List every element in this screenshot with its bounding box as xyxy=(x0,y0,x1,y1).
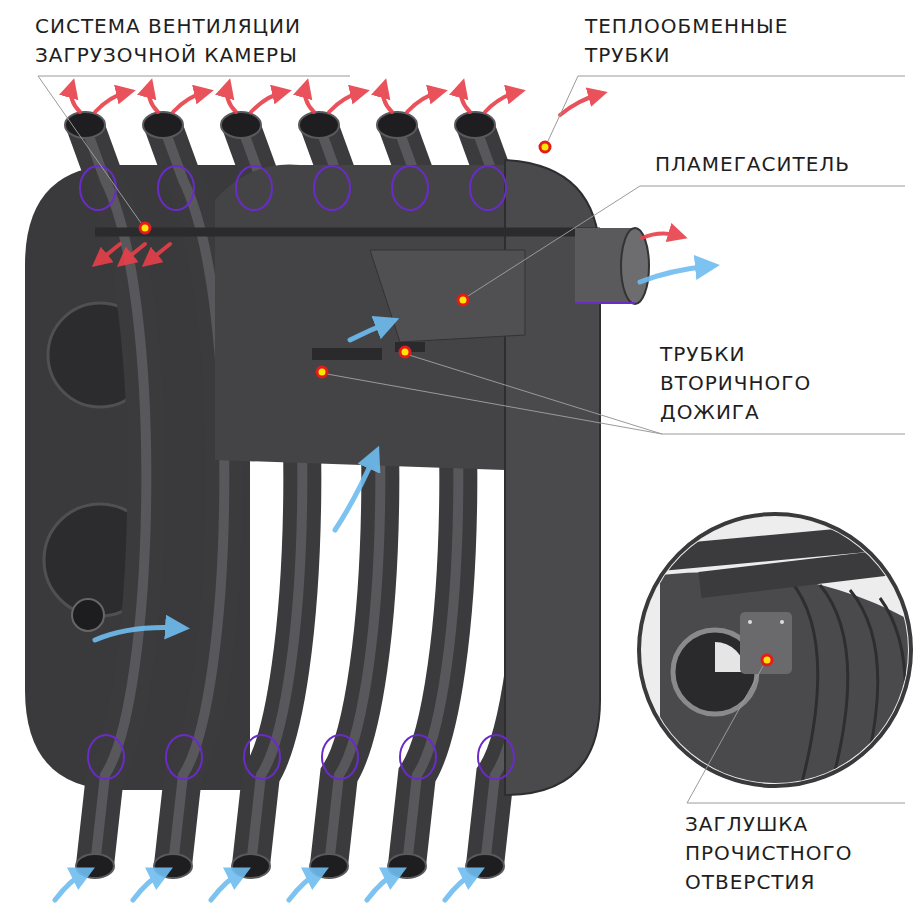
callout-label: ПЛАМЕГАСИТЕЛЬ xyxy=(655,150,910,179)
callout-label: ТЕПЛООБМЕННЫЕ ТРУБКИ xyxy=(585,12,835,70)
callout-label: СИСТЕМА ВЕНТИЛЯЦИИ ЗАГРУЗОЧНОЙ КАМЕРЫ xyxy=(35,12,355,70)
callout-label: ЗАГЛУШКА ПРОЧИСТНОГО ОТВЕРСТИЯ xyxy=(685,810,895,897)
callout-label: ТРУБКИ ВТОРИЧНОГО ДОЖИГА xyxy=(660,340,880,427)
